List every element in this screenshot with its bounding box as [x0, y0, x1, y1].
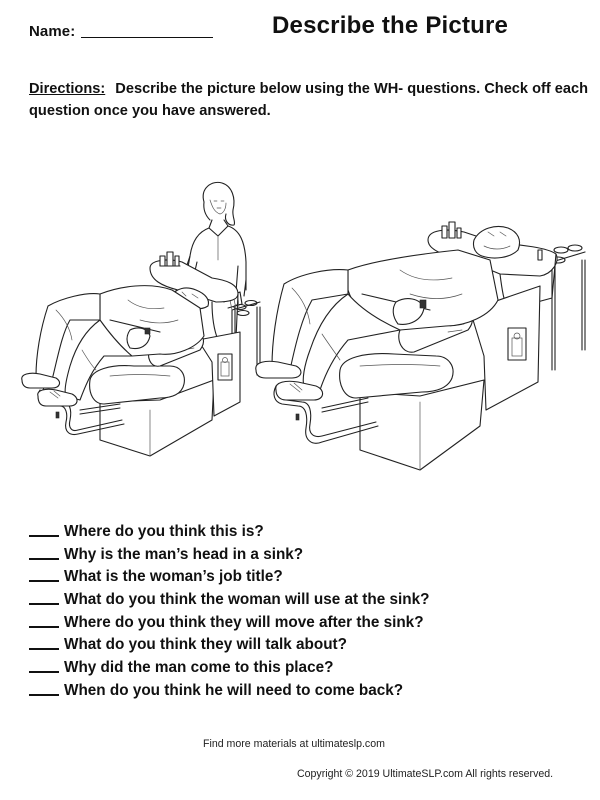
directions-text: Describe the picture below using the WH-… — [29, 81, 589, 119]
right-tray-stand — [550, 244, 586, 371]
checkoff-blank[interactable] — [29, 588, 59, 606]
checkoff-blank[interactable] — [29, 633, 59, 651]
checkoff-blank[interactable] — [29, 611, 59, 628]
question-item: What do you think the woman will use at … — [29, 588, 429, 611]
right-scene-drawing — [255, 221, 586, 471]
illustration — [0, 170, 600, 515]
question-text: Where do you think they will move after … — [64, 613, 424, 631]
question-item: Where do you think they will move after … — [29, 611, 429, 634]
question-text: When do you think he will need to come b… — [64, 681, 404, 699]
question-item: When do you think he will need to come b… — [29, 679, 429, 702]
checkoff-blank[interactable] — [29, 656, 59, 674]
right-footrest — [273, 383, 379, 444]
directions: Directions: Describe the picture below u… — [29, 78, 589, 122]
directions-label: Directions: — [29, 81, 106, 97]
name-blank-line[interactable] — [81, 23, 214, 38]
checkoff-blank[interactable] — [29, 565, 59, 583]
left-chair-base — [89, 331, 241, 457]
checkoff-blank[interactable] — [29, 520, 59, 537]
page-title: Describe the Picture — [272, 12, 509, 39]
checkoff-blank[interactable] — [29, 679, 59, 696]
left-scene-drawing — [21, 181, 261, 457]
question-text: Why is the man’s head in a sink? — [64, 545, 304, 563]
right-man-figure — [255, 225, 521, 401]
question-item: What do you think they will talk about? — [29, 633, 429, 656]
question-item: Why is the man’s head in a sink? — [29, 543, 429, 566]
question-item: Why did the man come to this place? — [29, 656, 429, 679]
question-text: What do you think the woman will use at … — [64, 591, 430, 609]
name-field[interactable]: Name: — [29, 23, 214, 40]
question-list: Where do you think this is? Why is the m… — [29, 520, 429, 702]
name-label: Name: — [29, 23, 76, 40]
question-item: What is the woman’s job title? — [29, 565, 429, 588]
question-text: What is the woman’s job title? — [64, 568, 283, 586]
question-text: What do you think they will talk about? — [64, 636, 347, 654]
question-item: Where do you think this is? — [29, 520, 429, 543]
question-text: Why did the man come to this place? — [64, 659, 334, 677]
left-man-figure — [21, 285, 210, 407]
copyright-notice: Copyright © 2019 UltimateSLP.com All rig… — [297, 768, 554, 780]
checkoff-blank[interactable] — [29, 543, 59, 560]
question-text: Where do you think this is? — [64, 523, 264, 540]
footer-link[interactable]: Find more materials at ultimateslp.com — [203, 738, 385, 750]
